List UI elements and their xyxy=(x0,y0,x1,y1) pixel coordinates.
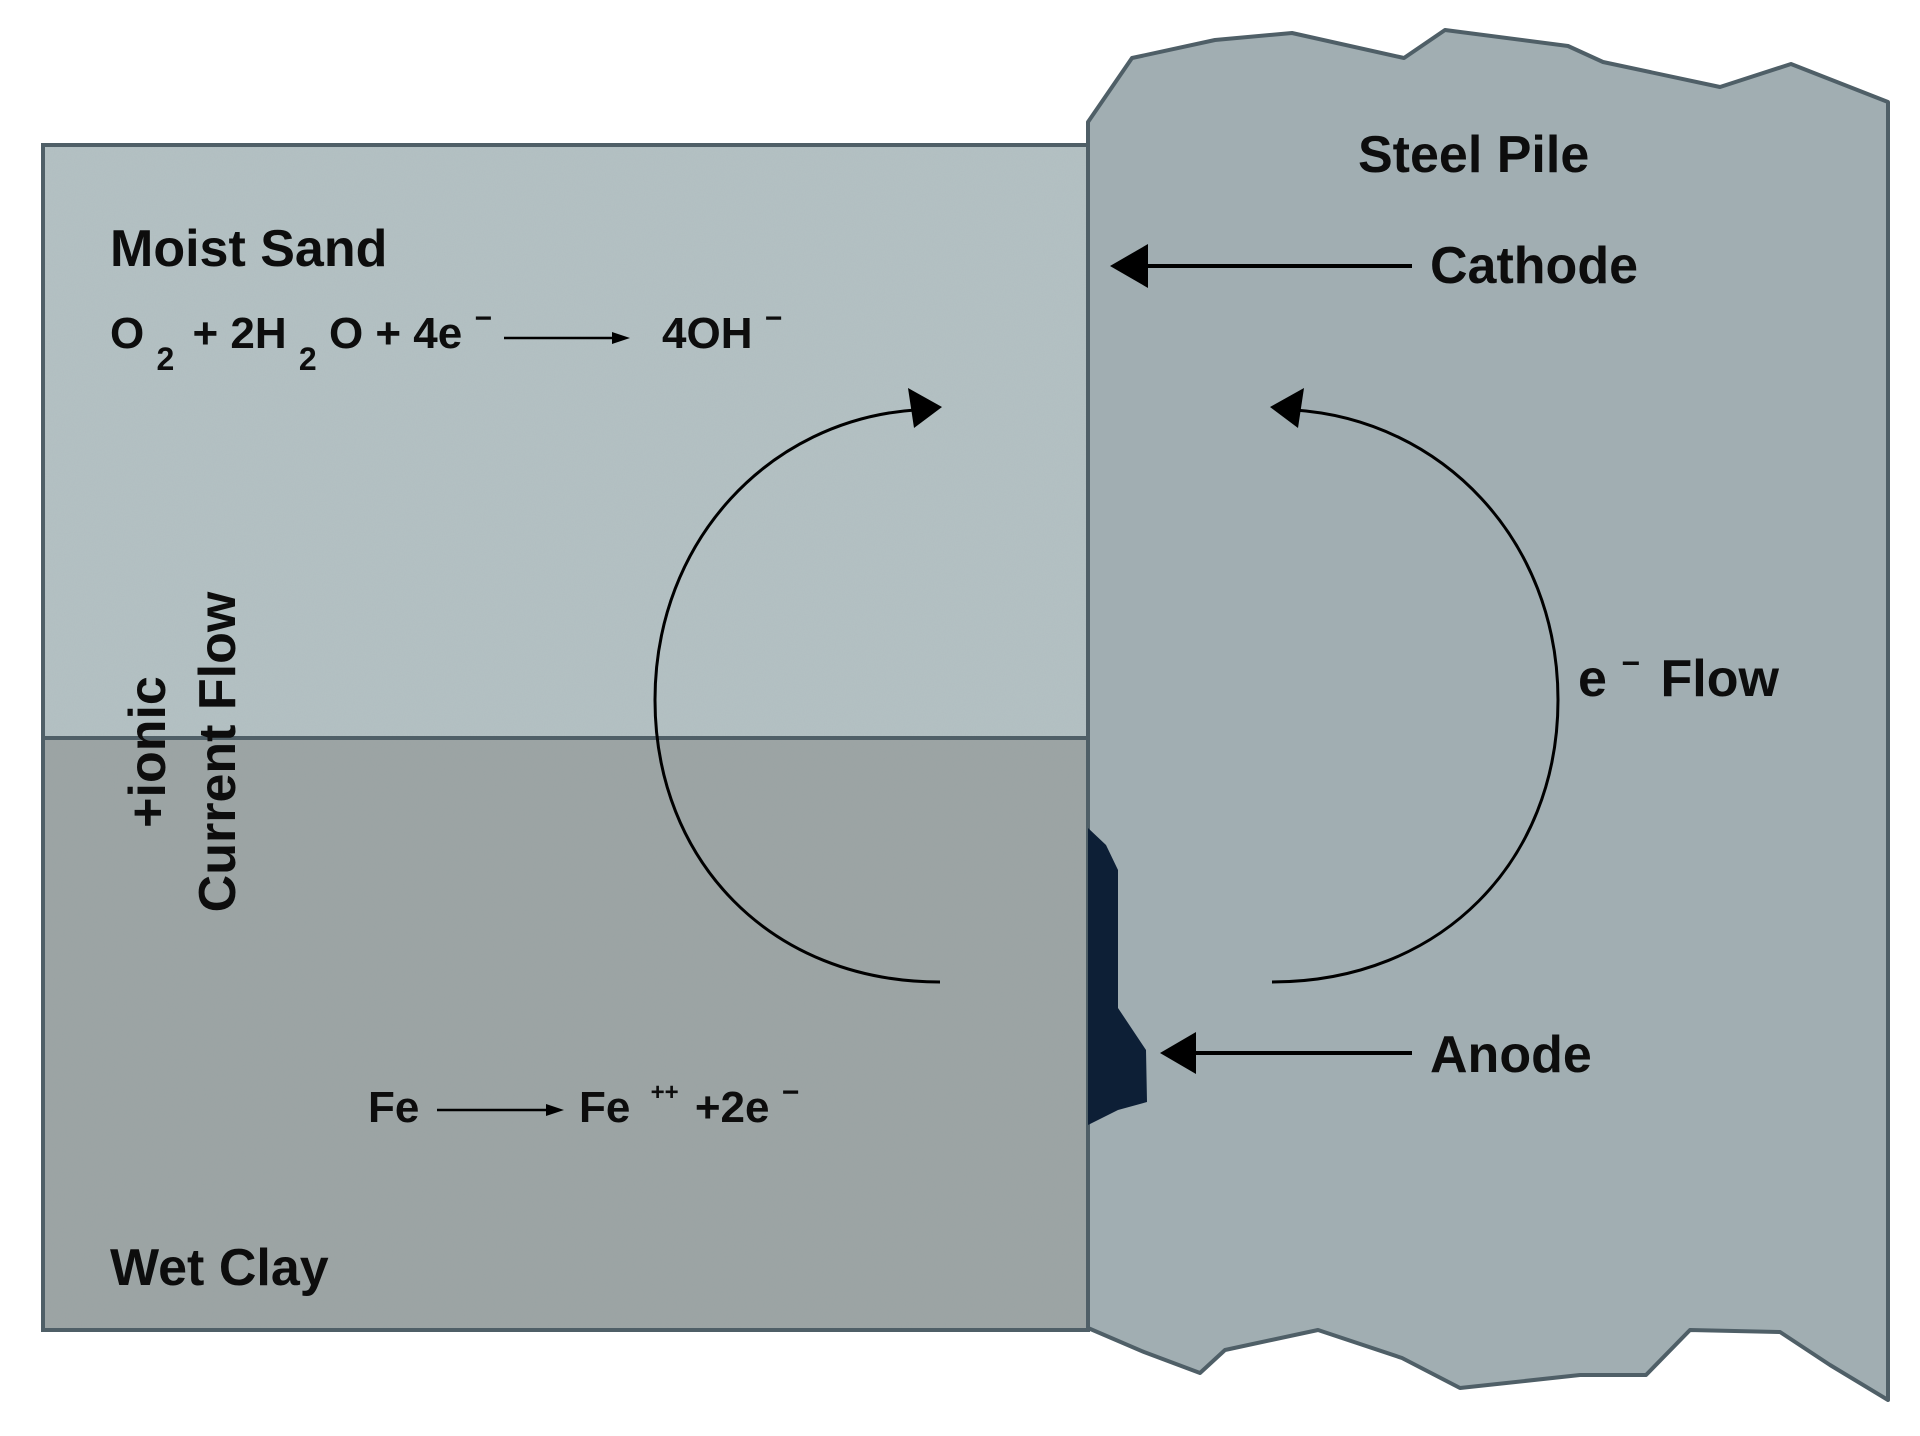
ferrous-ion-label: Fe xyxy=(579,1083,630,1132)
cathode-reaction-water-electrons: O + 4e xyxy=(329,309,462,358)
ionic-label: +ionic xyxy=(119,676,177,828)
steel-pile-shape xyxy=(1086,28,1890,1402)
cathode-reaction-o: O xyxy=(110,309,144,358)
cathode-reaction-h: + 2H xyxy=(193,309,287,358)
electron-flow-arc xyxy=(1271,408,1560,984)
electron-flow-word: Flow xyxy=(1661,650,1780,708)
ionic-current-arrowhead xyxy=(908,388,942,428)
anode-electron-sup: − xyxy=(782,1076,800,1109)
cathode-reaction-o-sub: 2 xyxy=(156,341,174,377)
electron-flow-arrowhead xyxy=(1270,388,1304,428)
cathode-reaction-product: 4OH − xyxy=(662,302,782,358)
wet-clay-label: Wet Clay xyxy=(110,1239,329,1297)
anode-electrons: +2e xyxy=(695,1083,770,1132)
anode-reaction-arrowhead xyxy=(546,1104,564,1116)
steel-pile-label: Steel Pile xyxy=(1358,126,1589,184)
ferrous-ion-sup: ++ xyxy=(651,1079,679,1106)
cathode-reaction: O 2 + 2H 2 O + 4e − xyxy=(110,302,492,380)
cathode-reaction-h-sub: 2 xyxy=(299,341,317,377)
cathode-pointer-arrowhead xyxy=(1110,244,1148,288)
anode-reaction-reactant: Fe xyxy=(368,1083,419,1132)
hydroxide-label: 4OH xyxy=(662,309,752,358)
ionic-current-arc xyxy=(653,408,941,984)
anode-pointer-arrowhead xyxy=(1160,1032,1196,1074)
anode-reaction-product: Fe ++ +2e − xyxy=(579,1061,799,1132)
electron-symbol: e xyxy=(1578,650,1607,708)
electron-flow-label: e − Flow xyxy=(1578,628,1779,708)
cathode-reaction-e-sup: − xyxy=(474,302,492,335)
electron-superscript: − xyxy=(1621,645,1640,681)
cathode-label: Cathode xyxy=(1430,237,1638,295)
anode-label: Anode xyxy=(1430,1026,1592,1084)
cathode-reaction-arrowhead xyxy=(612,332,630,344)
moist-sand-label: Moist Sand xyxy=(110,220,387,278)
current-flow-label: Current Flow xyxy=(189,591,247,912)
corrosion-pit xyxy=(1088,828,1147,1125)
hydroxide-sup: − xyxy=(765,302,783,335)
